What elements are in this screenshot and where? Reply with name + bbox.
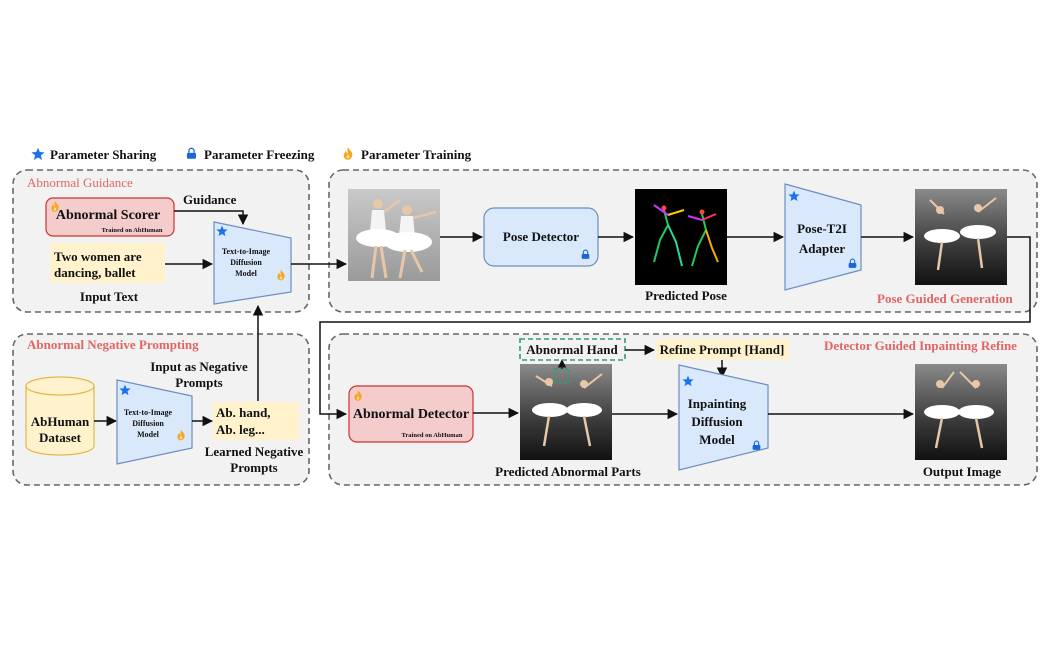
output-image bbox=[915, 364, 1007, 460]
t2i-model-negative bbox=[116, 379, 193, 465]
pose-detector-label: Pose Detector bbox=[503, 229, 579, 244]
inpaint-model-line3: Model bbox=[699, 432, 735, 447]
legend-sharing: Parameter Sharing bbox=[50, 147, 157, 162]
learned-line2: Prompts bbox=[230, 460, 277, 475]
t2i-negative-line2: Diffusion bbox=[132, 419, 164, 428]
panel-title-guidance: Abnormal Guidance bbox=[27, 175, 133, 190]
legend-freezing: Parameter Freezing bbox=[204, 147, 315, 162]
pose-t2i-adapter bbox=[784, 183, 862, 291]
input-negative-line1: Input as Negative bbox=[150, 359, 248, 374]
t2i-guidance-line1: Text-to-Image bbox=[222, 247, 271, 256]
input-text-caption: Input Text bbox=[80, 289, 139, 304]
panel-title-inpainting: Detector Guided Inpainting Refine bbox=[824, 338, 1017, 353]
abnormal-scorer-sub: Trained on AbHuman bbox=[102, 227, 163, 234]
adapter-line1: Pose-T2I bbox=[797, 221, 847, 236]
negative-text-line1: Ab. hand, bbox=[216, 405, 271, 420]
negative-prompts-box bbox=[213, 402, 299, 440]
abnormal-detector-title: Abnormal Detector bbox=[353, 407, 469, 422]
lock-icon bbox=[186, 147, 197, 160]
t2i-model-guidance bbox=[213, 221, 292, 305]
pose-generated-image bbox=[915, 189, 1007, 285]
t2i-negative-line1: Text-to-Image bbox=[124, 408, 173, 417]
inpaint-model-line1: Inpainting bbox=[688, 396, 747, 411]
abnormal-scorer-title: Abnormal Scorer bbox=[56, 208, 160, 223]
predicted-pose-image bbox=[635, 189, 727, 285]
t2i-guidance-line3: Model bbox=[235, 269, 258, 278]
guidance-arrow bbox=[174, 210, 249, 226]
negative-text-line2: Ab. leg... bbox=[216, 422, 265, 437]
abnormal-hand-label: Abnormal Hand bbox=[526, 342, 618, 357]
guidance-label: Guidance bbox=[183, 192, 237, 207]
legend: Parameter Sharing Parameter Freezing Par… bbox=[31, 147, 472, 162]
dataset-line2: Dataset bbox=[39, 430, 82, 445]
fire-icon bbox=[343, 147, 353, 160]
output-image-caption: Output Image bbox=[923, 464, 1002, 479]
abnormal-detector-box bbox=[348, 385, 474, 443]
predicted-parts-caption: Predicted Abnormal Parts bbox=[495, 464, 641, 479]
input-text-line2: dancing, ballet bbox=[54, 265, 136, 280]
panel-title-pose: Pose Guided Generation bbox=[877, 291, 1014, 306]
legend-training: Parameter Training bbox=[361, 147, 472, 162]
abhuman-dataset-cylinder bbox=[25, 376, 95, 456]
input-negative-line2: Prompts bbox=[175, 375, 222, 390]
input-text-line1: Two women are bbox=[54, 249, 142, 264]
refine-prompt-label: Refine Prompt [Hand] bbox=[660, 342, 785, 357]
predicted-pose-caption: Predicted Pose bbox=[645, 288, 727, 303]
abnormal-detector-sub: Trained on AbHuman bbox=[402, 432, 463, 439]
star-icon bbox=[31, 147, 45, 161]
t2i-negative-line3: Model bbox=[137, 430, 160, 439]
input-dancers-image bbox=[348, 189, 440, 281]
dataset-line1: AbHuman bbox=[31, 414, 90, 429]
predicted-abnormal-parts-image bbox=[520, 364, 612, 460]
learned-line1: Learned Negative bbox=[205, 444, 304, 459]
generation-to-detector-arrow bbox=[319, 236, 1031, 420]
abnormal-scorer-box bbox=[45, 197, 175, 237]
input-text-box bbox=[50, 243, 165, 283]
t2i-guidance-line2: Diffusion bbox=[230, 258, 262, 267]
refine-prompt-box bbox=[656, 339, 789, 360]
adapter-line2: Adapter bbox=[799, 241, 845, 256]
inpainting-diffusion-model bbox=[678, 364, 769, 471]
inpaint-model-line2: Diffusion bbox=[691, 414, 743, 429]
panel-title-negative: Abnormal Negative Prompting bbox=[27, 337, 199, 352]
